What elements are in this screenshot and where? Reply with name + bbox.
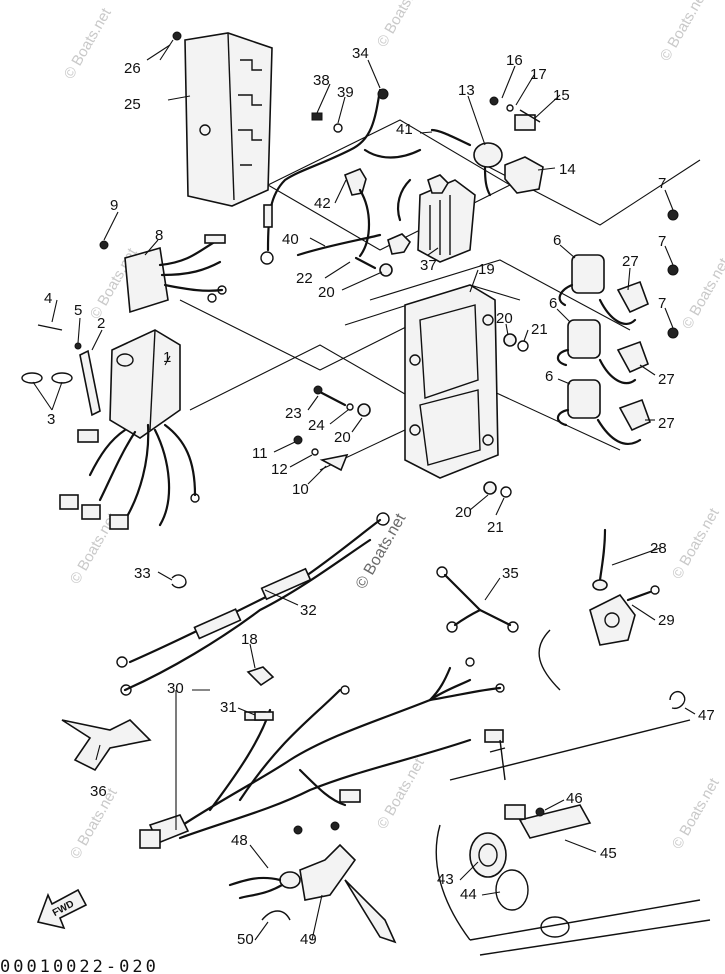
part-plate-19 <box>404 284 499 479</box>
part-switch-48 <box>228 821 397 944</box>
callout-21: 21 <box>531 321 548 338</box>
part-clip-18 <box>246 666 275 721</box>
callout-8: 8 <box>155 227 163 244</box>
callout-15: 15 <box>553 87 570 104</box>
callout-45: 45 <box>600 845 617 862</box>
callout-4: 4 <box>44 290 52 307</box>
part-ignition-coils <box>556 209 679 446</box>
fwd-arrow: FWD <box>36 888 88 930</box>
part-clip-47 <box>669 690 686 710</box>
callout-18: 18 <box>241 631 258 648</box>
callout-11: 11 <box>252 445 268 462</box>
callout-38: 38 <box>313 72 330 89</box>
watermark-layer: © Boats.net © Boats.net © Boats.net © Bo… <box>61 0 725 862</box>
callout-3: 3 <box>47 411 55 428</box>
callout-10: 10 <box>292 481 309 498</box>
watermark: © Boats.net <box>679 255 725 332</box>
callout-27b: 27 <box>658 371 675 388</box>
callout-21b: 21 <box>487 519 504 536</box>
callout-leaders <box>32 44 696 941</box>
callout-6c: 6 <box>545 368 553 385</box>
callout-6b: 6 <box>549 295 557 312</box>
callout-labels: 1 2 3 4 5 6 6 6 7 7 7 8 9 10 11 12 13 14… <box>44 45 715 948</box>
callout-50: 50 <box>237 931 254 948</box>
callout-12: 12 <box>271 461 288 478</box>
watermark: © Boats.net <box>669 505 723 582</box>
callout-19: 19 <box>478 261 495 278</box>
part-cover-25 <box>159 31 273 207</box>
callout-34: 34 <box>352 45 369 62</box>
callout-1: 1 <box>163 349 171 366</box>
callout-20: 20 <box>318 284 335 301</box>
callout-5: 5 <box>74 302 82 319</box>
callout-25: 25 <box>124 96 141 113</box>
callout-7: 7 <box>658 175 666 192</box>
callout-17: 17 <box>530 66 547 83</box>
part-lead-35 <box>436 566 519 633</box>
callout-20b: 20 <box>496 310 513 327</box>
part-relay-13 <box>430 96 544 197</box>
part-holder-36 <box>61 719 152 772</box>
callout-41: 41 <box>396 121 413 138</box>
callout-24: 24 <box>308 417 325 434</box>
callout-43: 43 <box>437 871 454 888</box>
callout-39: 39 <box>337 84 354 101</box>
callout-37: 37 <box>420 257 437 274</box>
callout-14: 14 <box>559 161 576 178</box>
callout-16: 16 <box>506 52 523 69</box>
callout-26: 26 <box>124 60 141 77</box>
part-harness-30 <box>139 657 505 849</box>
watermark: © Boats.net <box>669 775 723 852</box>
callout-46: 46 <box>566 790 583 807</box>
callout-27: 27 <box>622 253 639 270</box>
callout-33: 33 <box>134 565 151 582</box>
part-switch-28 <box>538 528 660 691</box>
watermark: © Boats.net <box>61 5 115 82</box>
callout-49: 49 <box>300 931 317 948</box>
callout-48: 48 <box>231 832 248 849</box>
watermark: © Boats.net <box>374 0 428 50</box>
part-rectifier-37 <box>387 174 476 263</box>
drawing-code: 00010022-020 <box>0 957 159 974</box>
callout-30: 30 <box>167 680 184 697</box>
part-cdi-unit-1 <box>59 329 200 530</box>
part-wire-32 <box>116 512 390 696</box>
callout-31: 31 <box>220 699 237 716</box>
callout-22: 22 <box>296 270 313 287</box>
callout-6: 6 <box>553 232 561 249</box>
callout-44: 44 <box>460 886 477 903</box>
callout-29: 29 <box>658 612 675 629</box>
callout-2: 2 <box>97 315 105 332</box>
callout-32: 32 <box>300 602 317 619</box>
part-small-hardware <box>21 324 101 417</box>
callout-47: 47 <box>698 707 715 724</box>
callout-23: 23 <box>285 405 302 422</box>
callout-20d: 20 <box>455 504 472 521</box>
part-fasteners <box>293 256 529 498</box>
callout-7b: 7 <box>658 233 666 250</box>
callout-28: 28 <box>650 540 667 557</box>
callout-20c: 20 <box>334 429 351 446</box>
part-top-harness <box>260 88 422 265</box>
callout-40: 40 <box>282 231 299 248</box>
callout-9: 9 <box>110 197 118 214</box>
watermark: © Boats.net <box>657 0 711 64</box>
watermark-center: © Boats.net <box>353 510 410 592</box>
callout-42: 42 <box>314 195 331 212</box>
callout-36: 36 <box>90 783 107 800</box>
callout-7c: 7 <box>658 295 666 312</box>
callout-35: 35 <box>502 565 519 582</box>
part-housing <box>435 719 711 956</box>
callout-13: 13 <box>458 82 475 99</box>
callout-27c: 27 <box>658 415 675 432</box>
